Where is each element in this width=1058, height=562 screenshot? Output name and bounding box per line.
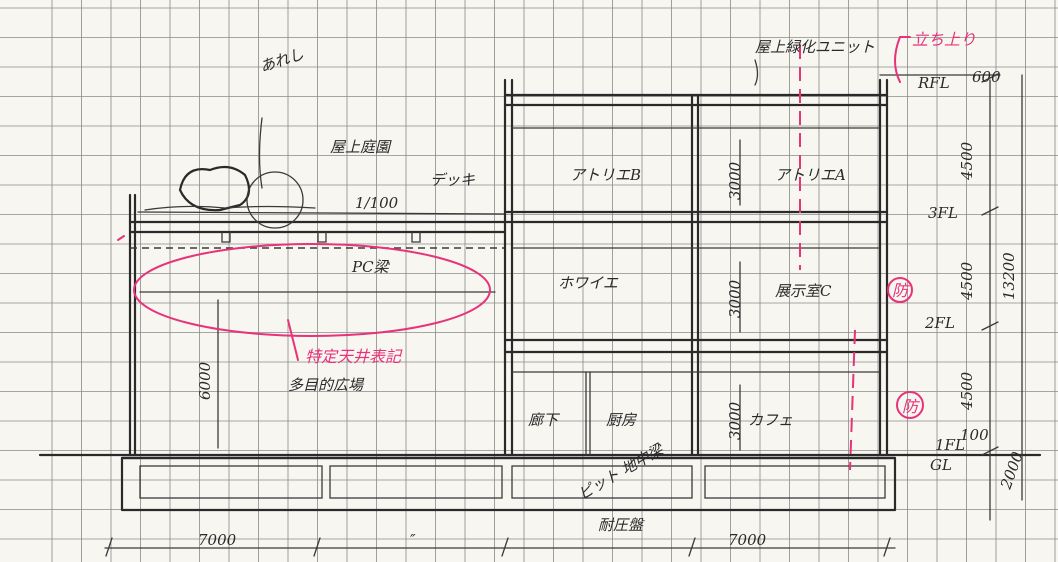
label-green-unit: 屋上緑化ユニット [755,38,875,56]
dimension-text: 6000 3000 3000 3000 600 4500 4500 4500 1… [196,68,1027,549]
dim-cafe-height: 3000 [726,401,744,440]
dimension-lines [104,59,1023,557]
label-slope: 1/100 [355,194,399,212]
note-fire-lower: 防 [902,397,920,416]
foundation [38,453,1042,512]
label-foundation: 耐圧盤 [598,516,645,534]
dim-span-3: 7000 [728,531,767,549]
red-notes: 特定天井表記 立ち上り 防 防 [305,30,976,416]
labels: あれし 屋上庭園 デッキ 1/100 屋上緑化ユニット アトリエB アトリエA … [258,38,875,534]
main-frame [503,74,1001,457]
label-roof-garden: 屋上庭園 [330,138,392,156]
dim-span-2: ″ [410,531,416,549]
dim-span-1: 7000 [198,531,237,549]
note-parapet: 立ち上り [912,30,976,49]
dim-fl-low: 4500 [958,371,976,411]
level-2fl: 2FL [924,314,955,332]
label-cafe: カフェ [748,411,793,429]
label-pc-beam: PC梁 [351,258,391,276]
dim-fl-upper: 4500 [958,141,976,181]
dim-left-height: 6000 [196,361,214,400]
dim-fl-mid: 4500 [958,261,976,301]
dim-parapet: 600 [972,68,1001,86]
level-1fl: 1FL [935,436,965,454]
label-corridor: 廊下 [528,411,561,429]
label-hall: ホワイエ [558,274,619,292]
dim-total: 13200 [1000,252,1018,300]
label-arashi: あれし [258,45,306,76]
level-3fl: 3FL [928,204,958,222]
level-gl: GL [930,456,952,474]
label-deck: デッキ [430,171,475,189]
label-studio-c: 展示室C [775,282,832,300]
label-kitchen: 厨房 [606,411,638,429]
note-special-ceiling: 特定天井表記 [305,347,403,366]
label-pit: ピット 地中梁 [575,439,668,503]
left-volume [128,117,507,457]
note-fire-upper: 防 [892,281,910,300]
level-rfl: RFL [917,74,950,92]
dim-atelier-height: 3000 [726,161,744,200]
dim-hall-height: 3000 [726,279,744,318]
level-marks: RFL 3FL 2FL 1FL GL [917,74,965,474]
red-markups [117,36,924,471]
dim-gl: 100 [960,426,989,444]
label-atelier-b: アトリエB [570,166,641,184]
label-multipurpose: 多目的広場 [288,376,365,394]
label-atelier-a: アトリエA [775,166,846,184]
